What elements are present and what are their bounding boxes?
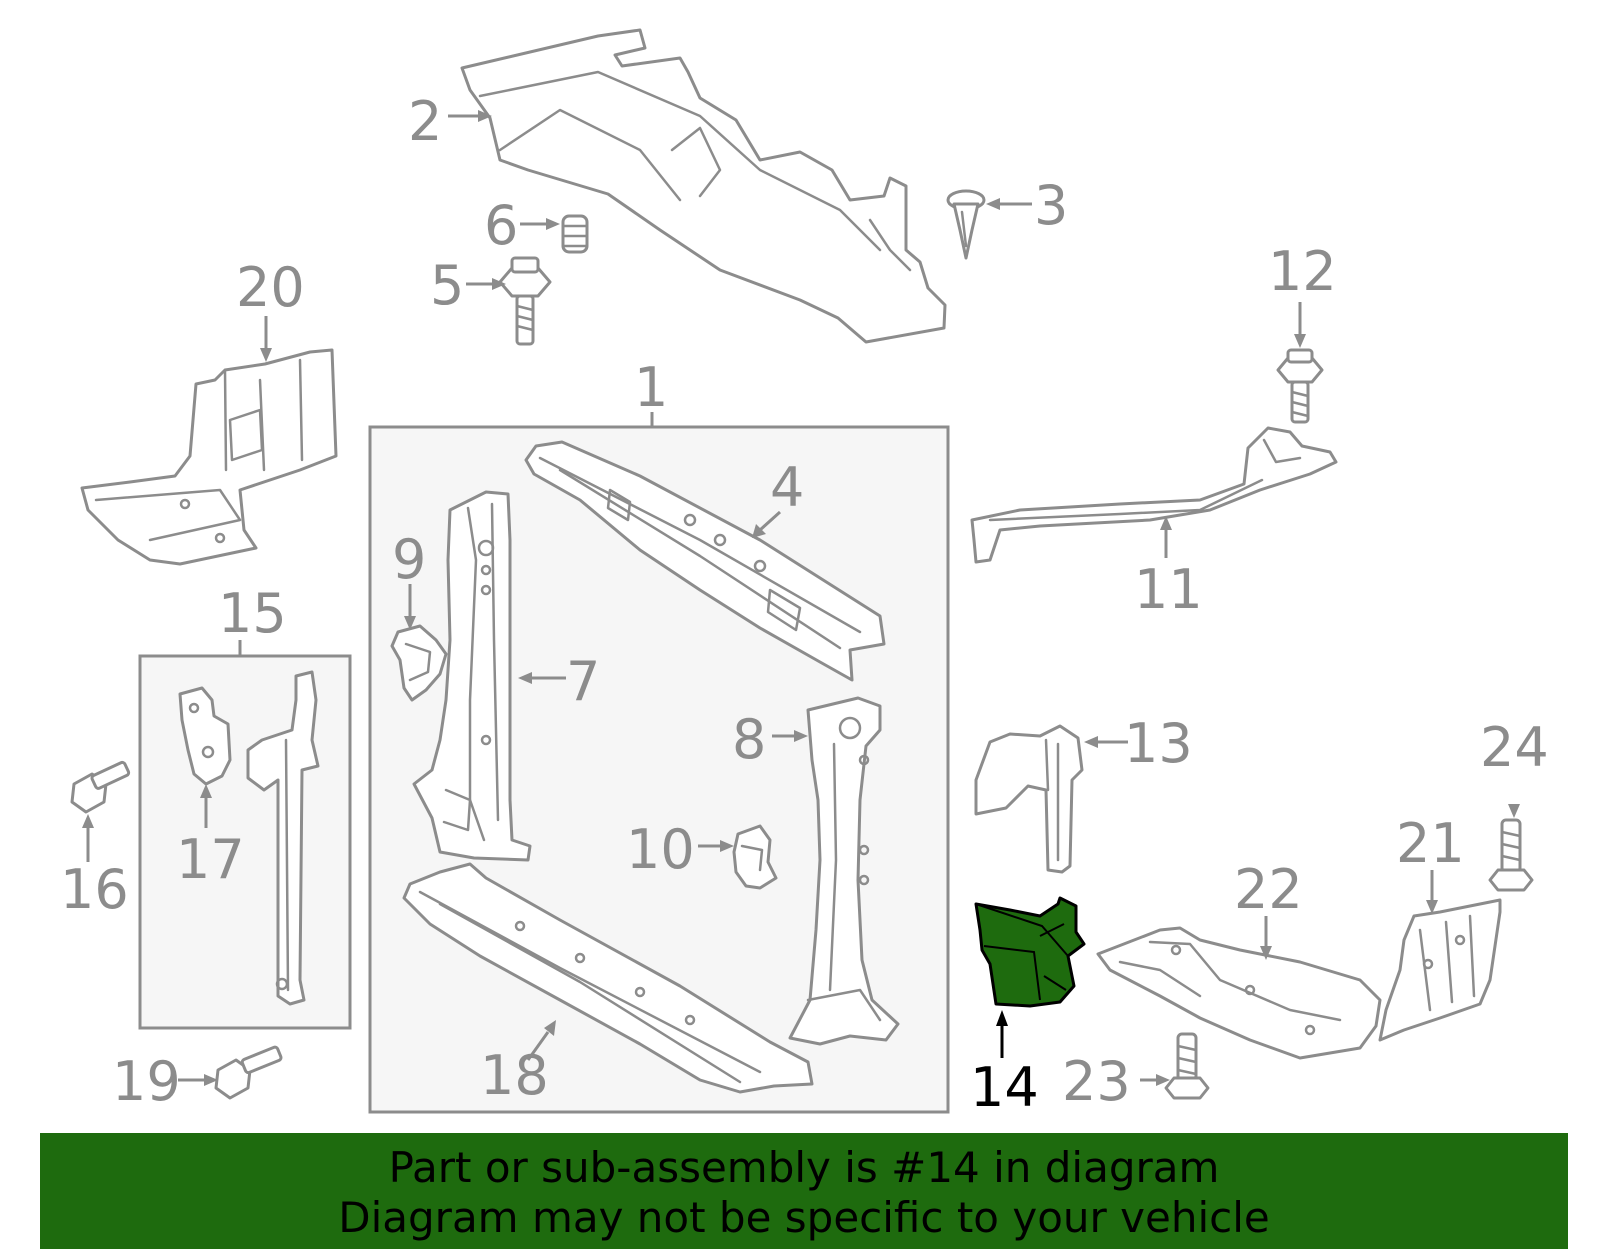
callout-14: 14 <box>970 1056 1039 1119</box>
callout-1: 1 <box>634 356 668 419</box>
callout-13: 13 <box>1124 712 1193 775</box>
callout-11: 11 <box>1134 558 1203 621</box>
part-7-side-support[interactable] <box>412 490 532 862</box>
banner-line-2: Diagram may not be specific to your vehi… <box>338 1193 1270 1242</box>
part-19-bolt[interactable] <box>214 1045 283 1100</box>
callout-23: 23 <box>1062 1050 1131 1113</box>
callout-3: 3 <box>1034 174 1068 237</box>
callout-7: 7 <box>566 650 600 713</box>
callout-12: 12 <box>1268 240 1337 303</box>
callout-21: 21 <box>1396 812 1465 875</box>
callout-15: 15 <box>218 582 287 645</box>
callout-24: 24 <box>1480 716 1549 779</box>
callout-2: 2 <box>408 90 442 153</box>
part-3-clip[interactable] <box>946 189 986 260</box>
callout-9: 9 <box>392 528 426 591</box>
part-13-deflector[interactable] <box>974 724 1084 874</box>
callout-4: 4 <box>770 456 804 519</box>
banner-line-1: Part or sub-assembly is #14 in diagram <box>388 1143 1220 1192</box>
part-5-bolt[interactable] <box>498 256 552 346</box>
leader-lines <box>82 110 1520 1086</box>
part-24-bolt[interactable] <box>1488 818 1534 892</box>
group-box-15 <box>138 654 352 1030</box>
part-9-bracket[interactable] <box>390 624 448 702</box>
info-banner: Part or sub-assembly is #14 in diagram D… <box>40 1133 1568 1249</box>
part-23-bolt[interactable] <box>1164 1032 1210 1100</box>
part-2-cover[interactable] <box>460 28 947 344</box>
part-14-highlighted[interactable] <box>974 896 1086 1008</box>
callout-5: 5 <box>430 254 464 317</box>
callout-16: 16 <box>60 858 129 921</box>
part-11-rod[interactable] <box>970 426 1338 564</box>
part-18-lower-tie-bar[interactable] <box>402 862 814 1094</box>
callout-8: 8 <box>732 708 766 771</box>
callout-labels: 1 2 3 4 5 6 7 8 9 10 11 12 13 14 15 16 1… <box>60 90 1549 1119</box>
part-4-tie-bar[interactable] <box>524 440 886 682</box>
part-10-bracket[interactable] <box>732 824 778 890</box>
part-21-side-cover[interactable] <box>1378 898 1502 1042</box>
part-8-side-support[interactable] <box>788 696 900 1046</box>
callout-22: 22 <box>1234 858 1303 921</box>
callout-10: 10 <box>626 818 695 881</box>
part-12-bolt[interactable] <box>1276 348 1324 424</box>
part-16-bolt[interactable] <box>70 760 131 814</box>
part-17-bracket[interactable] <box>178 686 232 786</box>
callout-6: 6 <box>484 194 518 257</box>
callout-18: 18 <box>480 1044 549 1107</box>
part-22-under-cover[interactable] <box>1096 926 1382 1060</box>
callout-20: 20 <box>236 256 305 319</box>
part-20-bracket[interactable] <box>80 348 338 566</box>
callout-19: 19 <box>112 1050 181 1113</box>
callout-17: 17 <box>176 828 245 891</box>
part-15-support[interactable] <box>246 670 320 1006</box>
part-6-nut[interactable] <box>561 214 589 254</box>
